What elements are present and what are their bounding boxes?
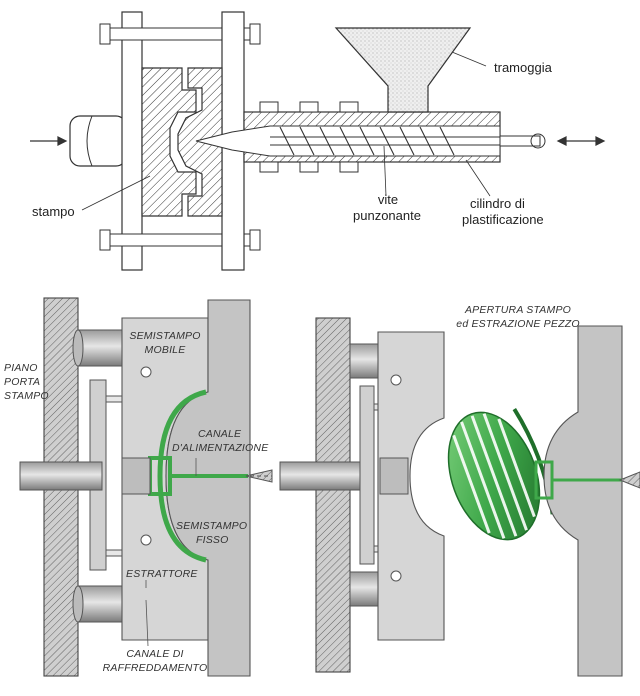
label-opening-1: APERTURA STAMPO	[464, 304, 572, 316]
bottom-right-diagram	[279, 317, 640, 677]
label-screw-2: punzonante	[353, 208, 421, 223]
label-cooling-1: CANALE DI	[126, 648, 184, 660]
label-cylinder-1: cilindro di	[470, 196, 525, 211]
label-fixed-2: FISSO	[196, 534, 229, 546]
label-cooling-2: RAFFREDDAMENTO	[102, 662, 208, 674]
label-screw-1: vite	[377, 192, 399, 207]
label-movable-1: SEMISTAMPO	[129, 330, 201, 342]
mold-left-half	[141, 67, 197, 217]
hopper-icon	[334, 27, 472, 113]
screw	[270, 126, 530, 156]
label-cylinder-2: plastificazione	[462, 212, 544, 227]
ejected-part	[447, 407, 555, 541]
piston-rod	[69, 115, 127, 167]
molded-part	[157, 389, 207, 563]
label-mold: stampo	[32, 204, 75, 219]
label-piano-3: STAMPO	[4, 390, 49, 402]
label-fixed-1: SEMISTAMPO	[176, 520, 248, 532]
label-channel-2: D'ALIMENTAZIONE	[172, 442, 269, 454]
label-hopper: tramoggia	[494, 60, 552, 75]
label-movable-2: MOBILE	[144, 344, 186, 356]
label-ejector: ESTRATTORE	[126, 568, 198, 580]
push-arrow-right	[556, 136, 606, 146]
bottom-left-diagram	[19, 297, 273, 677]
push-arrow-left	[30, 136, 68, 146]
label-opening-2: ed ESTRAZIONE PEZZO	[456, 318, 580, 330]
label-channel-1: CANALE	[198, 428, 242, 440]
label-piano-2: PORTA	[4, 376, 41, 388]
movable-platen	[121, 11, 143, 271]
right-scene-platen	[315, 317, 351, 673]
opened-fixed-half	[543, 325, 623, 677]
fixed-mold-half	[165, 299, 251, 677]
label-piano-1: PIANO	[4, 362, 38, 374]
opened-movable-half	[377, 331, 445, 641]
top-diagram	[30, 11, 606, 271]
